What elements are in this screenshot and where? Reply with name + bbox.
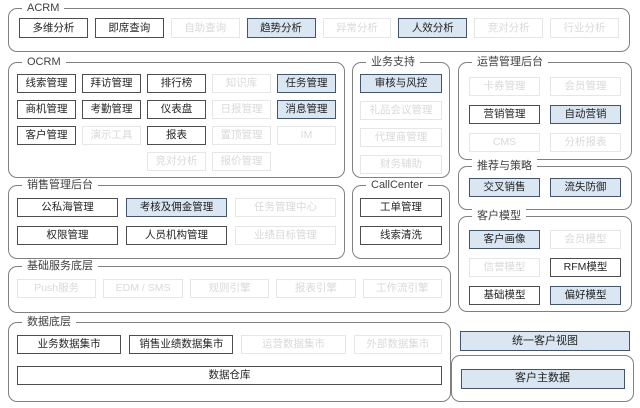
module-box: 商机管理	[17, 100, 76, 119]
module-box: 竞对分析	[474, 18, 544, 38]
module-box: 会员管理	[550, 77, 621, 96]
module-box: 报表	[147, 126, 206, 145]
module-box: 人员机构管理	[126, 226, 227, 245]
group-business-support: 业务支持 审核与风控礼品会议管理代理商管理财务辅助	[352, 55, 450, 178]
module-box: 销售业绩数据集市	[129, 335, 234, 354]
module-box: 趋势分析	[246, 18, 316, 38]
module-box: 礼品会议管理	[360, 101, 442, 120]
module-box: 拜访管理	[82, 74, 141, 93]
group-operation-backend: 运营管理后台 卡券管理会员管理营销管理自动营销 CMS 分析报表	[458, 55, 632, 160]
module-box: 工单管理	[360, 198, 442, 217]
module-box: 演示工具	[82, 126, 141, 145]
module-box: 客户管理	[17, 126, 76, 145]
module-box: 线索管理	[17, 74, 76, 93]
module-box: 外部数据集市	[353, 335, 442, 354]
module-box: 交叉销售	[469, 178, 540, 197]
group-recommendation-strategy-items: 交叉销售流失防御	[459, 167, 631, 197]
group-operation-backend-title: 运营管理后台	[472, 55, 548, 69]
group-business-support-title: 业务支持	[366, 55, 420, 69]
group-ocrm: OCRM 线索管理拜访管理排行榜知识库任务管理商机管理考勤管理仪表盘日报管理消息…	[8, 55, 345, 178]
module-box: 公私海管理	[17, 198, 118, 217]
module-box: EDM / SMS	[103, 279, 183, 298]
module-box: 日报管理	[212, 100, 271, 119]
group-ocrm-title: OCRM	[22, 55, 66, 69]
module-box: 知识库	[212, 74, 271, 93]
customer-master-data-box: 客户主数据	[460, 368, 625, 389]
group-recommendation-strategy-title: 推荐与策略	[472, 159, 537, 173]
group-operation-backend-items: 卡券管理会员管理营销管理自动营销 CMS 分析报表	[459, 63, 631, 152]
module-box: 置顶管理	[212, 126, 271, 145]
group-acrm-title: ACRM	[22, 1, 65, 15]
module-box: Push服务	[17, 279, 97, 298]
module-box: 工作流引擎	[362, 279, 442, 298]
module-box: 偏好模型	[550, 286, 621, 305]
group-acrm-items: 多维分析即席查询自助查询趋势分析异常分析人效分析竞对分析行业分析	[9, 9, 629, 38]
module-box: 行业分析	[550, 18, 619, 38]
module-box: 审核与风控	[360, 74, 442, 93]
module-box: 分析报表	[550, 133, 621, 152]
module-box: 消息管理	[277, 100, 336, 119]
group-ocrm-items: 线索管理拜访管理排行榜知识库任务管理商机管理考勤管理仪表盘日报管理消息管理客户管…	[9, 63, 344, 171]
module-box: 任务管理中心	[235, 198, 336, 217]
group-data-layer-items: 业务数据集市销售业绩数据集市运营数据集市外部数据集市数据仓库	[9, 323, 450, 385]
group-customer-model-items: 客户画像会员模型信誉模型 RFM模型基础模型偏好模型	[459, 217, 631, 305]
module-box: 即席查询	[94, 18, 164, 38]
module-box: IM	[277, 126, 336, 145]
module-box: 财务辅助	[360, 155, 442, 174]
group-sales-backend: 销售管理后台 公私海管理考核及佣金管理任务管理中心权限管理人员机构管理业绩目标管…	[8, 178, 345, 259]
group-customer-model-title: 客户模型	[472, 209, 526, 223]
module-box: 流失防御	[550, 178, 621, 197]
module-box: 排行榜	[147, 74, 206, 93]
group-sales-backend-title: 销售管理后台	[22, 178, 98, 192]
module-box: 数据仓库	[17, 366, 442, 385]
group-callcenter-title: CallCenter	[366, 178, 428, 192]
module-box: 任务管理	[277, 74, 336, 93]
module-box: 规则引擎	[189, 279, 270, 298]
group-business-support-items: 审核与风控礼品会议管理代理商管理财务辅助	[353, 63, 449, 174]
module-box: CMS	[469, 133, 540, 152]
module-box: 报表引擎	[276, 279, 356, 298]
group-callcenter: CallCenter 工单管理线索清洗	[352, 178, 450, 259]
module-box: 基础模型	[469, 286, 540, 305]
group-acrm: ACRM 多维分析即席查询自助查询趋势分析异常分析人效分析竞对分析行业分析	[8, 1, 630, 52]
unified-customer-view-box: 统一客户视图	[460, 331, 630, 351]
module-box: 自助查询	[170, 18, 240, 38]
module-box: 自动营销	[550, 105, 621, 124]
group-callcenter-items: 工单管理线索清洗	[353, 186, 449, 245]
module-box: 业务数据集市	[17, 335, 122, 354]
group-sales-backend-items: 公私海管理考核及佣金管理任务管理中心权限管理人员机构管理业绩目标管理	[9, 186, 344, 245]
module-box: 竞对分析	[147, 152, 206, 171]
module-box: 权限管理	[17, 226, 118, 245]
module-box: 考勤管理	[82, 100, 141, 119]
module-box: RFM模型	[550, 258, 621, 277]
group-base-services-title: 基础服务底层	[22, 259, 98, 273]
group-data-layer-title: 数据底层	[22, 315, 76, 329]
module-box: 报价管理	[212, 152, 271, 171]
module-box: 信誉模型	[469, 258, 540, 277]
module-box: 营销管理	[469, 105, 540, 124]
group-base-services-items: Push服务 EDM / SMS 规则引擎报表引擎工作流引擎	[9, 267, 450, 298]
module-box: 线索清洗	[360, 226, 442, 245]
module-box: 多维分析	[19, 18, 88, 38]
module-box: 异常分析	[322, 18, 392, 38]
module-box: 人效分析	[398, 18, 468, 38]
group-base-services: 基础服务底层 Push服务 EDM / SMS 规则引擎报表引擎工作流引擎	[8, 259, 451, 313]
module-box: 仪表盘	[147, 100, 206, 119]
module-box: 运营数据集市	[241, 335, 346, 354]
module-box: 业绩目标管理	[235, 226, 336, 245]
group-customer-model: 客户模型 客户画像会员模型信誉模型 RFM模型基础模型偏好模型	[458, 209, 632, 312]
module-box: 考核及佣金管理	[126, 198, 227, 217]
module-box: 代理商管理	[360, 128, 442, 147]
module-box: 会员模型	[550, 230, 621, 249]
module-box: 客户画像	[469, 230, 540, 249]
group-data-layer: 数据底层 业务数据集市销售业绩数据集市运营数据集市外部数据集市数据仓库	[8, 315, 451, 402]
group-recommendation-strategy: 推荐与策略 交叉销售流失防御	[458, 159, 632, 210]
module-box: 卡券管理	[469, 77, 540, 96]
customer-master-data-container: 客户主数据	[451, 355, 634, 402]
